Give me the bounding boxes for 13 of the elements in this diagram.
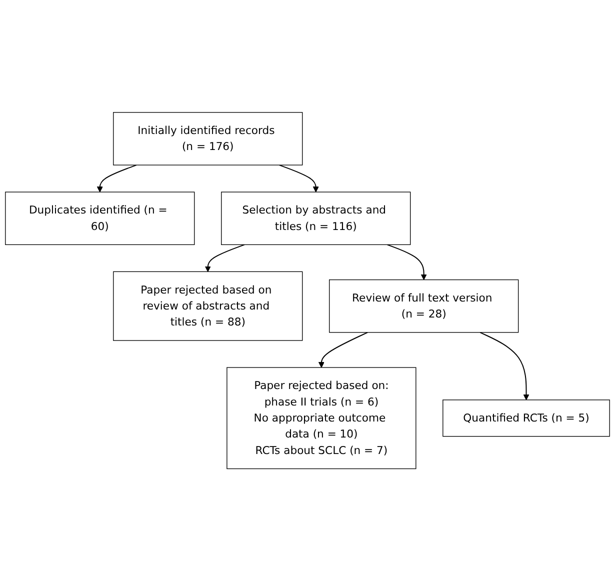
node-box: Initially identified records (n = 176) <box>113 112 303 166</box>
node-box: Quantified RCTs (n = 5) <box>442 399 610 437</box>
arrow <box>204 244 245 272</box>
arrow <box>279 164 319 192</box>
node-box: Review of full text version (n = 28) <box>329 279 519 333</box>
arrow <box>387 244 427 280</box>
arrow <box>480 332 530 400</box>
node-box: Duplicates identified (n = 60) <box>5 192 195 245</box>
node-box: Paper rejected based on: phase II trials (n = 6) No appropriate outcome data (n = 10) RCTs about SCLC (n = 7) <box>226 367 416 469</box>
node-box: Selection by abstracts and titles (n = 116) <box>221 192 411 245</box>
arrow <box>96 164 137 192</box>
arrow <box>318 332 368 368</box>
node-box: Paper rejected based on review of abstracts and titles (n = 88) <box>113 271 303 341</box>
